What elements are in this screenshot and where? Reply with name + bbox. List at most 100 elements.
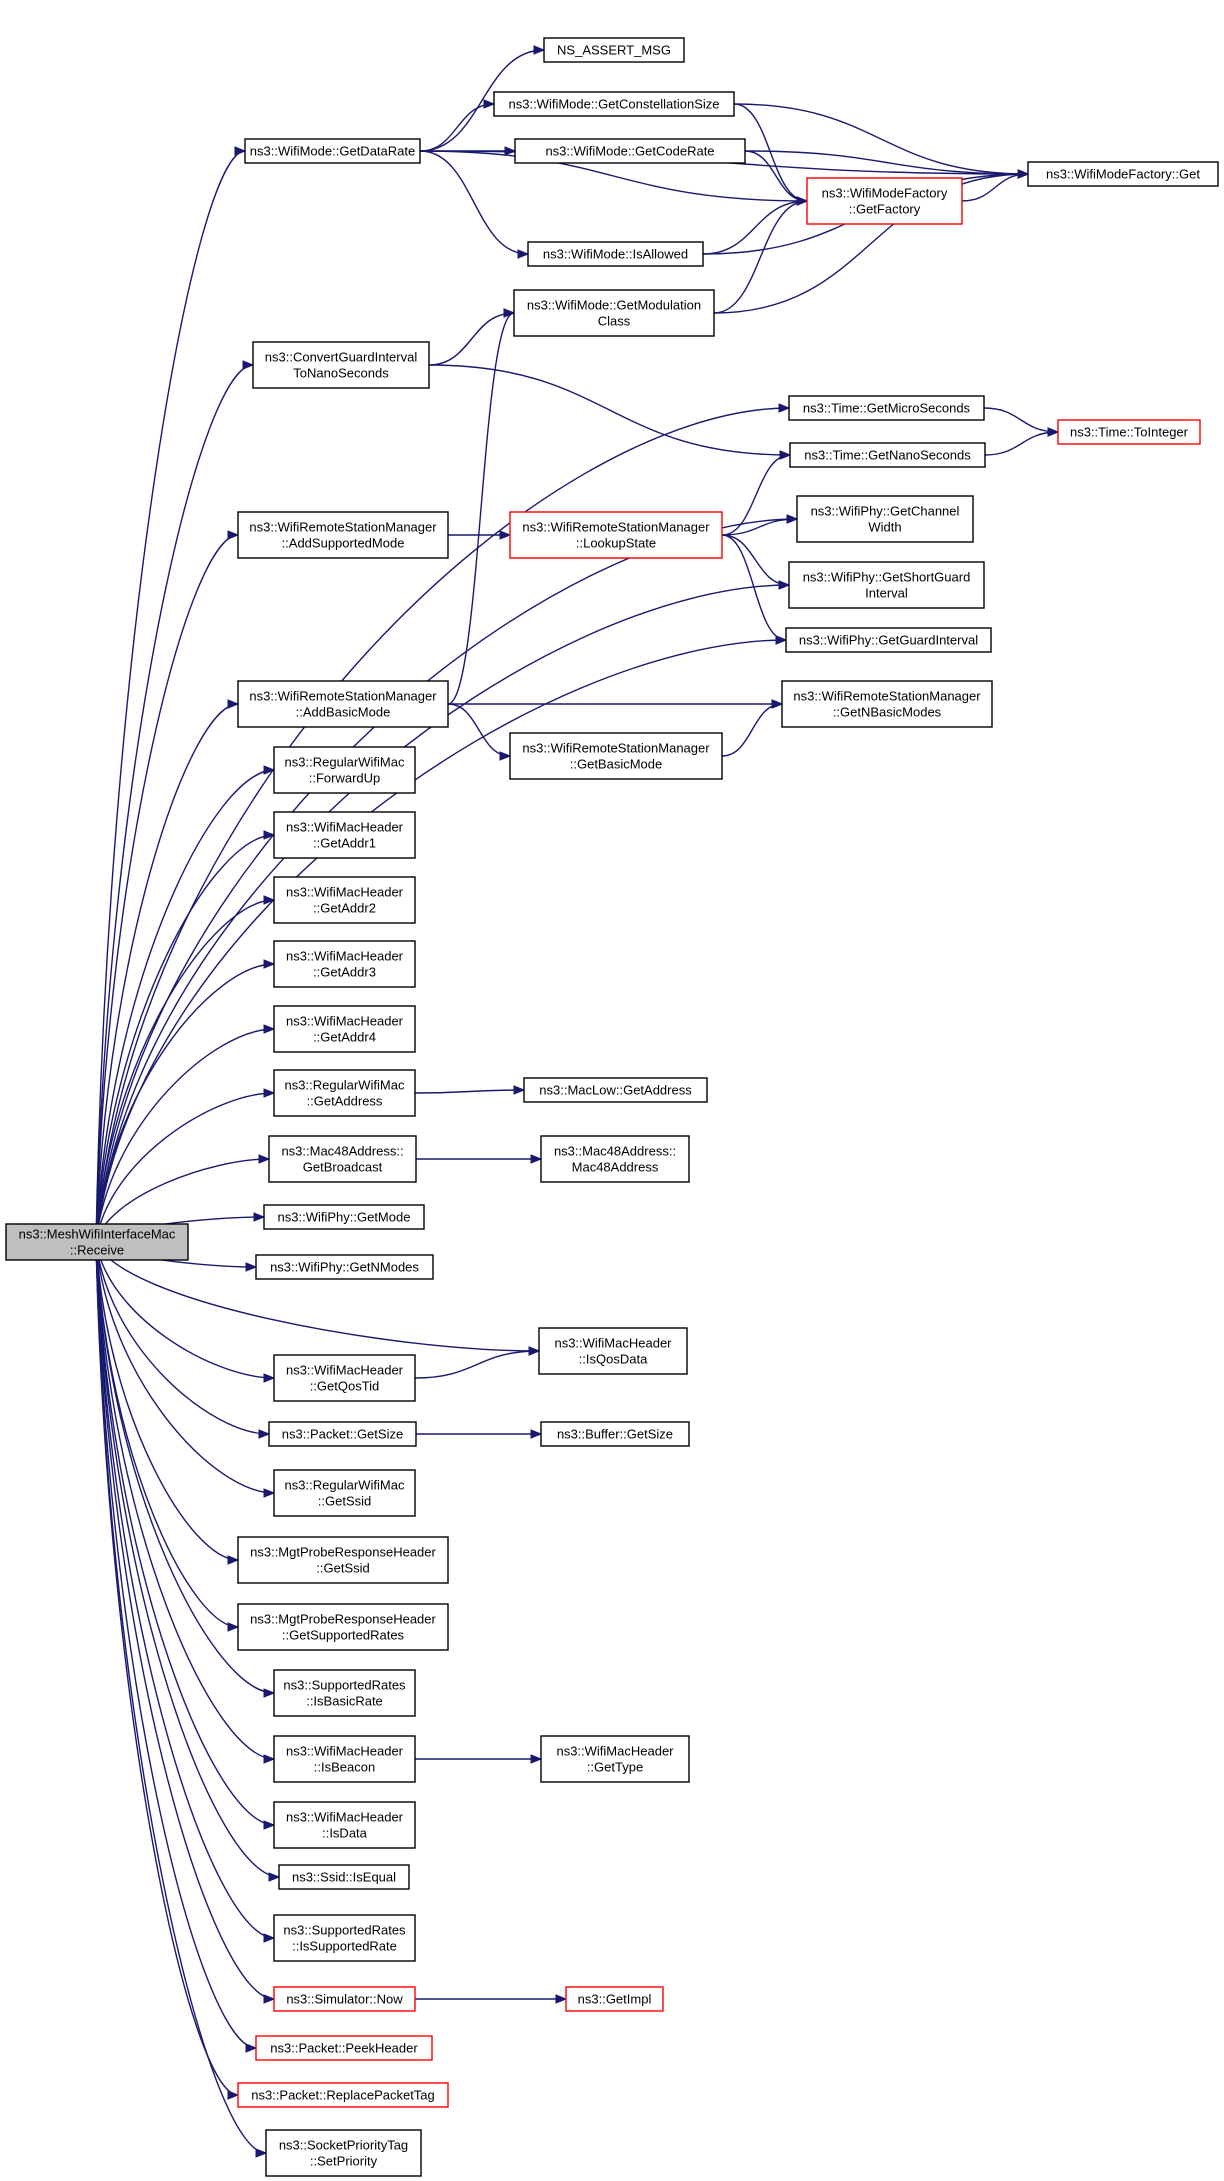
node-lookup[interactable]: ns3::WifiRemoteStationManager::LookupSta…: [509, 511, 723, 559]
arrowhead: [775, 635, 788, 645]
node-label-line: ::GetAddress: [307, 1094, 383, 1109]
node-label-line: ns3::WifiRemoteStationManager: [249, 689, 437, 704]
edge-root-to-addsupported: [95, 530, 240, 1243]
node-label-line: ::LookupState: [576, 536, 656, 551]
node-tointeger[interactable]: ns3::Time::ToInteger: [1057, 419, 1201, 445]
node-box: [788, 395, 985, 421]
arrowhead: [253, 1212, 266, 1222]
node-nbasic[interactable]: ns3::WifiRemoteStationManager::GetNBasic…: [781, 680, 993, 728]
edge-line: [414, 1089, 525, 1094]
node-isqos[interactable]: ns3::WifiMacHeader::IsQosData: [538, 1327, 688, 1375]
node-label-line: ::GetFactory: [849, 202, 921, 217]
node-regssid[interactable]: ns3::RegularWifiMac::GetSsid: [273, 1469, 416, 1517]
node-addsupported[interactable]: ns3::WifiRemoteStationManager::AddSuppor…: [237, 511, 449, 559]
node-mac48[interactable]: ns3::Mac48Address::Mac48Address: [540, 1135, 690, 1183]
node-addbasic[interactable]: ns3::WifiRemoteStationManager::AddBasicM…: [237, 680, 449, 728]
edge-root-to-datarate: [95, 146, 247, 1243]
arrowhead: [528, 1346, 541, 1356]
node-bufsize[interactable]: ns3::Buffer::GetSize: [540, 1421, 690, 1447]
node-label-line: ns3::Packet::PeekHeader: [270, 2041, 418, 2056]
node-isequal[interactable]: ns3::Ssid::IsEqual: [278, 1864, 410, 1890]
edge-line: [95, 518, 798, 1243]
arrowhead: [242, 360, 255, 370]
node-qostid[interactable]: ns3::WifiMacHeader::GetQosTid: [273, 1354, 416, 1402]
node-label-line: ToNanoSeconds: [293, 366, 389, 381]
node-addr2[interactable]: ns3::WifiMacHeader::GetAddr2: [273, 876, 416, 924]
node-getbasic[interactable]: ns3::WifiRemoteStationManager::GetBasicM…: [509, 732, 723, 780]
node-box: [543, 37, 685, 63]
node-bcast[interactable]: ns3::Mac48Address::GetBroadcast: [268, 1135, 417, 1183]
node-label-line: ns3::MeshWifiInterfaceMac: [19, 1227, 176, 1242]
node-issupported[interactable]: ns3::SupportedRates::IsSupportedRate: [273, 1914, 416, 1962]
edge-getbasic-to-nbasic: [721, 699, 784, 757]
edge-convguard-to-nano: [428, 364, 792, 460]
arrowhead: [530, 1754, 543, 1764]
node-factoryget[interactable]: ns3::WifiModeFactory::Get: [1027, 161, 1219, 187]
node-pktsize[interactable]: ns3::Packet::GetSize: [268, 1421, 417, 1447]
node-micro[interactable]: ns3::Time::GetMicroSeconds: [788, 395, 985, 421]
node-assert[interactable]: NS_ASSERT_MSG: [543, 37, 685, 63]
arrowhead: [263, 1754, 276, 1764]
edge-line: [713, 173, 1029, 314]
node-box: [263, 1204, 425, 1230]
edge-root-to-peek: [95, 1241, 258, 2053]
node-regaddr[interactable]: ns3::RegularWifiMac::GetAddress: [273, 1069, 416, 1117]
node-root[interactable]: ns3::MeshWifiInterfaceMac::Receive: [5, 1223, 189, 1261]
node-box: [785, 627, 992, 653]
node-constsize[interactable]: ns3::WifiMode::GetConstellationSize: [493, 91, 735, 117]
node-guardint[interactable]: ns3::WifiPhy::GetGuardInterval: [785, 627, 992, 653]
node-label-line: ns3::WifiPhy::GetChannel: [811, 504, 960, 519]
node-proberates[interactable]: ns3::MgtProbeResponseHeader::GetSupporte…: [237, 1603, 449, 1651]
node-nano[interactable]: ns3::Time::GetNanoSeconds: [789, 442, 986, 468]
edge-line: [419, 49, 545, 152]
node-isdata[interactable]: ns3::WifiMacHeader::IsData: [273, 1801, 416, 1849]
node-addr3[interactable]: ns3::WifiMacHeader::GetAddr3: [273, 940, 416, 988]
edge-line: [95, 1241, 257, 2049]
arrowhead: [258, 1154, 271, 1164]
edge-datarate-to-constsize: [419, 99, 496, 152]
node-getmode[interactable]: ns3::WifiPhy::GetMode: [263, 1204, 425, 1230]
edge-line: [447, 703, 511, 757]
node-label-line: ns3::WifiModeFactory::Get: [1046, 167, 1200, 182]
node-box: [565, 1986, 664, 2012]
node-probessid[interactable]: ns3::MgtProbeResponseHeader::GetSsid: [237, 1536, 449, 1584]
node-simnow[interactable]: ns3::Simulator::Now: [273, 1986, 416, 2012]
arrowhead: [1017, 169, 1030, 179]
node-box: [1027, 161, 1219, 187]
node-isbeacon[interactable]: ns3::WifiMacHeader::IsBeacon: [273, 1735, 416, 1783]
node-addr1[interactable]: ns3::WifiMacHeader::GetAddr1: [273, 811, 416, 859]
node-isbasicrate[interactable]: ns3::SupportedRates::IsBasicRate: [273, 1669, 416, 1717]
node-isallowed[interactable]: ns3::WifiMode::IsAllowed: [527, 241, 704, 267]
node-peek[interactable]: ns3::Packet::PeekHeader: [255, 2035, 433, 2061]
node-label-line: ns3::Time::GetNanoSeconds: [804, 448, 971, 463]
node-getnmodes[interactable]: ns3::WifiPhy::GetNModes: [255, 1254, 434, 1280]
node-label-line: ns3::RegularWifiMac: [285, 1478, 405, 1493]
node-addr4[interactable]: ns3::WifiMacHeader::GetAddr4: [273, 1005, 416, 1053]
node-box: [781, 680, 993, 728]
edge-root-to-isequal: [95, 1241, 281, 1882]
node-getimpl[interactable]: ns3::GetImpl: [565, 1986, 664, 2012]
node-box: [273, 1735, 416, 1783]
node-box: [237, 1536, 449, 1584]
node-label-line: ns3::Mac48Address::: [281, 1144, 403, 1159]
edge-root-to-pktsize: [95, 1241, 271, 1439]
edge-line: [95, 1241, 267, 2154]
edge-isbeacon-to-gettype: [415, 1754, 543, 1764]
node-label-line: ::IsBeacon: [314, 1760, 375, 1775]
node-setprio[interactable]: ns3::SocketPriorityTag::SetPriority: [265, 2129, 422, 2177]
node-gettype[interactable]: ns3::WifiMacHeader::GetType: [540, 1735, 690, 1783]
node-forwardup[interactable]: ns3::RegularWifiMac::ForwardUp: [273, 746, 416, 794]
edge-line: [95, 534, 239, 1243]
edge-root-to-addr3: [95, 959, 276, 1243]
node-coderate[interactable]: ns3::WifiMode::GetCodeRate: [514, 138, 746, 164]
node-maclowaddr[interactable]: ns3::MacLow::GetAddress: [523, 1077, 708, 1103]
node-box: [273, 1354, 416, 1402]
node-replace[interactable]: ns3::Packet::ReplacePacketTag: [237, 2082, 449, 2108]
edge-line: [95, 1241, 275, 1939]
node-getfactory[interactable]: ns3::WifiModeFactory::GetFactory: [806, 177, 963, 225]
node-datarate[interactable]: ns3::WifiMode::GetDataRate: [244, 138, 421, 164]
